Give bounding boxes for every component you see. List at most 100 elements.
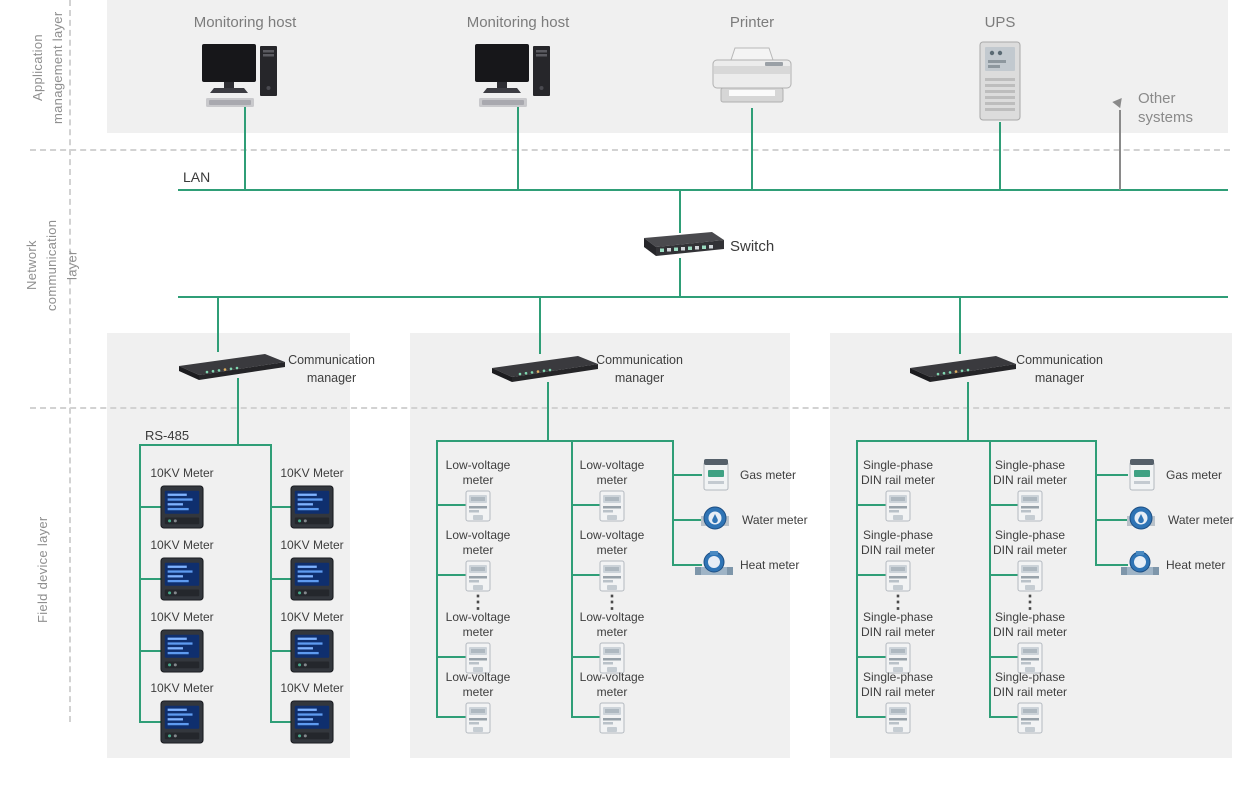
- meter-label: Low-voltage meter: [445, 610, 511, 639]
- meter-label: 10KV Meter: [150, 538, 214, 552]
- lan-bus-line: [178, 189, 1228, 191]
- meter-10kv-icon: [160, 485, 204, 529]
- low-voltage-meter-icon: [597, 702, 627, 734]
- panel3-right-bus-line: [989, 440, 991, 718]
- low-voltage-meter-icon: [597, 560, 627, 592]
- ellipsis-more-meters: ⋮: [469, 592, 487, 612]
- manager2-drop-line: [547, 382, 549, 442]
- communication-manager-icon: [177, 348, 287, 382]
- switch-icon: [638, 228, 726, 262]
- meter-label: 10KV Meter: [150, 610, 214, 624]
- communication-manager-3-label: Communication manager: [1016, 353, 1103, 385]
- meter-label: Low-voltage meter: [445, 458, 511, 487]
- din-rail-meter-icon: [1015, 560, 1045, 592]
- meter-label: Single-phase DIN rail meter: [992, 458, 1067, 487]
- panel3-distribution-line: [856, 440, 1097, 442]
- field-panel-low-voltage: [410, 333, 790, 758]
- gas-meter-icon: [1126, 458, 1158, 492]
- panel2-stub: [436, 504, 478, 506]
- meter-label: Low-voltage meter: [445, 528, 511, 557]
- panel2-stub: [571, 656, 613, 658]
- meter-label: Low-voltage meter: [579, 610, 645, 639]
- panel3-stub: [856, 504, 898, 506]
- din-rail-meter-icon: [1015, 490, 1045, 522]
- water-meter-icon: [698, 504, 732, 536]
- panel1-right-bus-line: [270, 444, 272, 723]
- meter-label: Low-voltage meter: [445, 670, 511, 699]
- panel3-left-bus-line: [856, 440, 858, 718]
- communication-manager-icon: [908, 350, 1018, 384]
- panel2-left-bus-line: [436, 440, 438, 718]
- printer-label: Printer: [729, 14, 775, 31]
- panel2-utility-bus-line: [672, 440, 674, 566]
- panel3-stub: [989, 716, 1031, 718]
- backbone-to-manager2-line: [539, 298, 541, 354]
- application-layer-band: [107, 0, 1228, 133]
- panel3-heat-stub: [1095, 564, 1128, 566]
- monitoring-host-icon: [200, 40, 290, 110]
- ups-icon: [973, 40, 1027, 124]
- field-layer-label: Field device layer: [35, 516, 50, 624]
- din-rail-meter-icon: [883, 490, 913, 522]
- panel3-stub: [856, 716, 898, 718]
- host2-uplink-line: [517, 100, 519, 190]
- water-meter-icon: [1124, 504, 1158, 536]
- meter-10kv-icon: [160, 557, 204, 601]
- network-layer-label: Network communication layer: [24, 219, 80, 311]
- manager3-drop-line: [967, 382, 969, 442]
- panel3-stub: [989, 574, 1031, 576]
- panel2-right-bus-line: [571, 440, 573, 718]
- low-voltage-meter-icon: [597, 490, 627, 522]
- other-systems-label: Other systems: [1138, 90, 1194, 126]
- switch-label: Switch: [730, 238, 775, 255]
- layer-divider-vertical: [69, 0, 71, 722]
- ellipsis-more-meters: ⋮: [1021, 592, 1039, 612]
- panel2-distribution-line: [436, 440, 674, 442]
- communication-manager-2-label: Communication manager: [596, 353, 683, 385]
- water-meter-label: Water meter: [1168, 513, 1234, 527]
- ups-label: UPS: [984, 14, 1016, 31]
- low-voltage-meter-icon: [463, 702, 493, 734]
- low-voltage-meter-icon: [463, 560, 493, 592]
- meter-10kv-icon: [290, 557, 334, 601]
- rs485-label: RS-485: [145, 428, 190, 443]
- meter-label: 10KV Meter: [150, 466, 214, 480]
- meter-10kv-icon: [290, 485, 334, 529]
- other-systems-line: [1119, 110, 1121, 190]
- meter-label: 10KV Meter: [150, 681, 214, 695]
- panel2-gas-stub: [672, 474, 702, 476]
- panel3-stub: [856, 656, 898, 658]
- gas-meter-label: Gas meter: [740, 468, 797, 482]
- panel3-gas-stub: [1095, 474, 1128, 476]
- panel3-stub: [989, 656, 1031, 658]
- gas-meter-icon: [700, 458, 732, 492]
- lan-to-switch-line: [679, 191, 681, 233]
- printer-icon: [707, 46, 797, 110]
- panel2-stub: [571, 716, 613, 718]
- monitoring-host-icon: [473, 40, 563, 110]
- meter-label: Single-phase DIN rail meter: [992, 528, 1067, 557]
- communication-manager-icon: [490, 350, 600, 384]
- ellipsis-more-meters: ⋮: [603, 592, 621, 612]
- panel2-stub: [436, 716, 478, 718]
- meter-label: Single-phase DIN rail meter: [992, 670, 1067, 699]
- meter-label: 10KV Meter: [280, 466, 344, 480]
- meter-label: 10KV Meter: [280, 610, 344, 624]
- heat-meter-icon: [694, 550, 734, 580]
- panel1-left-bus-line: [139, 444, 141, 723]
- backbone-to-manager1-line: [217, 298, 219, 352]
- low-voltage-meter-icon: [463, 490, 493, 522]
- field-panel-din-rail: [830, 333, 1232, 758]
- field-panel-10kv: [107, 333, 350, 758]
- panel2-stub: [571, 574, 613, 576]
- meter-label: Low-voltage meter: [579, 528, 645, 557]
- layer-divider-network-field: [30, 407, 1230, 409]
- manager1-drop-line: [237, 378, 239, 446]
- meter-label: 10KV Meter: [280, 538, 344, 552]
- switch-to-backbone-line: [679, 258, 681, 298]
- host1-uplink-line: [244, 100, 246, 190]
- ups-uplink-line: [999, 122, 1001, 190]
- monitoring-host-2-label: Monitoring host: [466, 14, 570, 31]
- printer-uplink-line: [751, 108, 753, 190]
